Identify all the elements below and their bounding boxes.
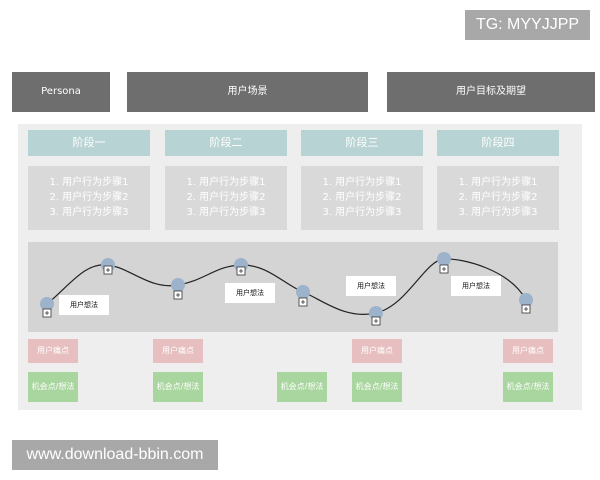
opportunity-3: 机会点/想法 xyxy=(277,372,327,402)
step-item: 3. 用户行为步骤3 xyxy=(322,207,402,218)
thought-box-4: 用户想法 xyxy=(451,276,501,296)
stage-steps-4: 1. 用户行为步骤1 2. 用户行为步骤2 3. 用户行为步骤3 xyxy=(437,166,559,230)
thought-box-2: 用户想法 xyxy=(225,283,275,303)
step-item: 3. 用户行为步骤3 xyxy=(186,207,266,218)
pain-point-2: 用户痛点 xyxy=(153,339,203,363)
step-item: 1. 用户行为步骤1 xyxy=(322,177,402,188)
step-item: 2. 用户行为步骤2 xyxy=(322,192,402,203)
pain-point-1: 用户痛点 xyxy=(28,339,78,363)
persona-header: Persona xyxy=(12,72,110,112)
step-item: 2. 用户行为步骤2 xyxy=(49,192,129,203)
step-item: 1. 用户行为步骤1 xyxy=(458,177,538,188)
curve-node[interactable] xyxy=(40,297,54,318)
opportunity-5: 机会点/想法 xyxy=(503,372,553,402)
goals-header: 用户目标及期望 xyxy=(387,72,595,112)
curve-node[interactable] xyxy=(296,285,310,307)
step-item: 3. 用户行为步骤3 xyxy=(458,207,538,218)
thought-box-3: 用户想法 xyxy=(346,276,396,296)
curve-node[interactable] xyxy=(171,278,185,300)
opportunity-1: 机会点/想法 xyxy=(28,372,78,402)
step-item: 2. 用户行为步骤2 xyxy=(458,192,538,203)
scenario-header: 用户场景 xyxy=(127,72,368,112)
stage-title-2: 阶段二 xyxy=(165,130,287,156)
curve-node[interactable] xyxy=(369,306,383,326)
opportunity-2: 机会点/想法 xyxy=(153,372,203,402)
step-item: 1. 用户行为步骤1 xyxy=(49,177,129,188)
watermark-bottom: www.download-bbin.com xyxy=(12,440,218,470)
stage-steps-1: 1. 用户行为步骤1 2. 用户行为步骤2 3. 用户行为步骤3 xyxy=(28,166,150,230)
curve-node[interactable] xyxy=(101,258,115,275)
stage-steps-3: 1. 用户行为步骤1 2. 用户行为步骤2 3. 用户行为步骤3 xyxy=(301,166,423,230)
curve-node[interactable] xyxy=(519,293,533,314)
stage-title-1: 阶段一 xyxy=(28,130,150,156)
thought-box-1: 用户想法 xyxy=(59,295,109,315)
watermark-top: TG: MYYJJPP xyxy=(465,10,590,40)
step-item: 2. 用户行为步骤2 xyxy=(186,192,266,203)
stage-title-4: 阶段四 xyxy=(437,130,559,156)
pain-point-3: 用户痛点 xyxy=(352,339,402,363)
stage-title-3: 阶段三 xyxy=(301,130,423,156)
curve-node[interactable] xyxy=(234,258,248,276)
opportunity-4: 机会点/想法 xyxy=(352,372,402,402)
step-item: 1. 用户行为步骤1 xyxy=(186,177,266,188)
pain-point-4: 用户痛点 xyxy=(503,339,553,363)
stage-steps-2: 1. 用户行为步骤1 2. 用户行为步骤2 3. 用户行为步骤3 xyxy=(165,166,287,230)
step-item: 3. 用户行为步骤3 xyxy=(49,207,129,218)
curve-node[interactable] xyxy=(437,252,451,274)
